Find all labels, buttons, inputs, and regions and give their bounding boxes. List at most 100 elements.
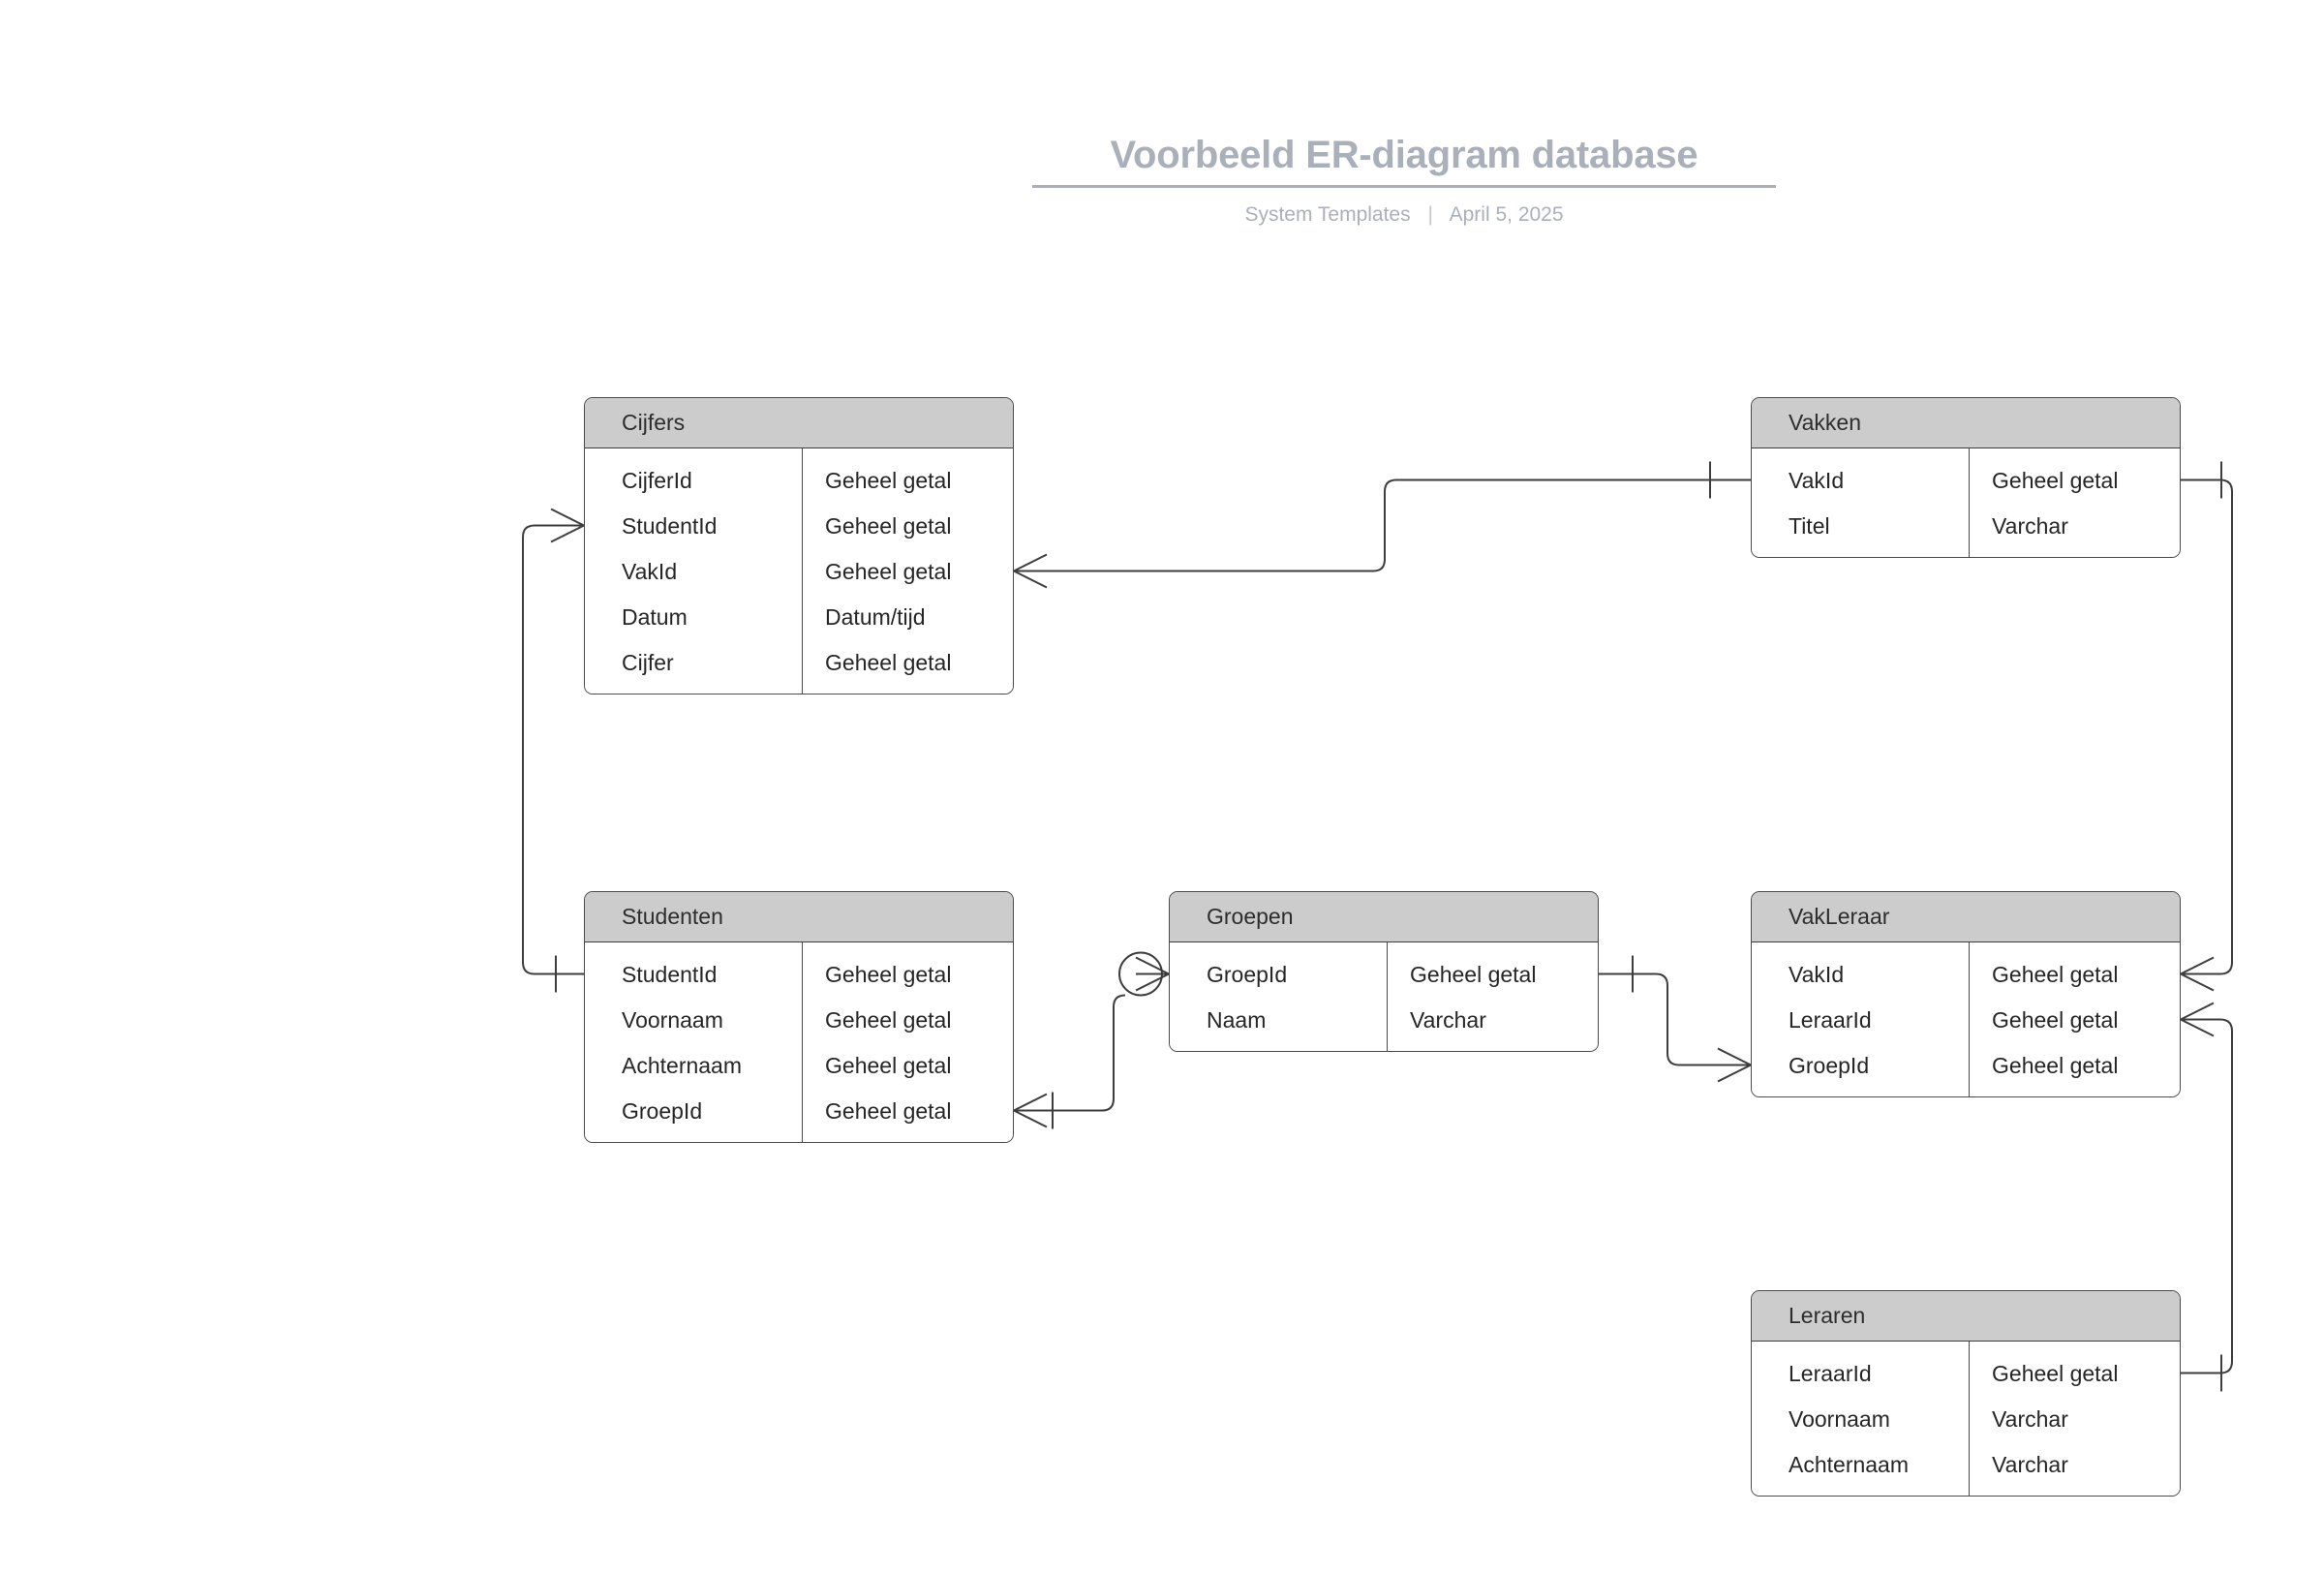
attribute-type: Varchar	[1992, 513, 2068, 539]
attribute-type: Geheel getal	[825, 513, 952, 539]
subtitle-date: April 5, 2025	[1449, 203, 1564, 226]
attribute-type: Geheel getal	[825, 1098, 952, 1124]
title-block: Voorbeeld ER-diagram database System Tem…	[1032, 134, 1776, 227]
attribute-type: Datum/tijd	[825, 604, 926, 630]
attribute-name: GroepId	[1207, 962, 1288, 987]
attribute-row[interactable]: VakId Geheel getal	[1752, 952, 2180, 998]
attribute-row[interactable]: Voornaam Geheel getal	[585, 998, 1013, 1043]
title-underline-rule	[1032, 185, 1776, 188]
attribute-name: VakId	[1789, 468, 1845, 493]
attribute-type: Geheel getal	[825, 1007, 952, 1033]
connector-cijfers-vakken	[1014, 478, 1751, 572]
cardinality-many-studenten-groepen	[1013, 1109, 1048, 1128]
attribute-type: Geheel getal	[1992, 1007, 2119, 1033]
attribute-name: Naam	[1207, 1007, 1267, 1033]
entity-header-cijfers: Cijfers	[585, 398, 1013, 448]
entity-header-groepen: Groepen	[1170, 892, 1598, 942]
attribute-row[interactable]: StudentId Geheel getal	[585, 504, 1013, 549]
attribute-column-divider	[802, 448, 804, 694]
attribute-row[interactable]: Achternaam Geheel getal	[585, 1043, 1013, 1089]
cardinality-many-studenten-groepen	[1013, 1093, 1048, 1112]
cardinality-many-vakleraar-vakken	[2180, 972, 2215, 992]
entity-header-vakleraar: VakLeraar	[1752, 892, 2180, 942]
attribute-type: Geheel getal	[1992, 962, 2119, 987]
document-header: Voorbeeld ER-diagram database System Tem…	[0, 0, 2324, 252]
attribute-column-divider	[1387, 942, 1389, 1051]
attribute-type: Varchar	[1410, 1007, 1486, 1033]
attribute-name: GroepId	[622, 1098, 703, 1124]
attribute-name: Voornaam	[1789, 1406, 1890, 1432]
attribute-name: StudentId	[622, 962, 718, 987]
attribute-name: Achternaam	[622, 1053, 743, 1078]
entity-header-studenten: Studenten	[585, 892, 1013, 942]
entity-name: Leraren	[1789, 1303, 1866, 1328]
attribute-type: Varchar	[1992, 1452, 2068, 1477]
cardinality-many-vakleraar-vakken	[2180, 956, 2215, 975]
attribute-name: Titel	[1789, 513, 1830, 539]
attribute-row[interactable]: Titel Varchar	[1752, 504, 2180, 549]
attribute-type: Geheel getal	[825, 650, 952, 675]
attribute-row[interactable]: GroepId Geheel getal	[1170, 952, 1598, 998]
attribute-column-divider	[1969, 448, 1971, 557]
attribute-type: Geheel getal	[825, 1053, 952, 1078]
attribute-type: Geheel getal	[825, 962, 952, 987]
attribute-row[interactable]: Cijfer Geheel getal	[585, 640, 1013, 686]
attribute-name: VakId	[622, 559, 678, 584]
attribute-type: Geheel getal	[1992, 468, 2119, 493]
cardinality-many-cijfers-vakken	[1013, 553, 1048, 572]
entity-name: Vakken	[1789, 410, 1862, 435]
attribute-column-divider	[802, 942, 804, 1142]
entity-name: Studenten	[622, 904, 723, 929]
attribute-row[interactable]: GroepId Geheel getal	[1752, 1043, 2180, 1089]
entity-name: Groepen	[1207, 904, 1294, 929]
attribute-row[interactable]: VakId Geheel getal	[1752, 458, 2180, 504]
attribute-name: VakId	[1789, 962, 1845, 987]
subtitle-source: System Templates	[1244, 203, 1411, 226]
attribute-type: Geheel getal	[1410, 962, 1537, 987]
attribute-name: Datum	[622, 604, 688, 630]
attribute-type: Geheel getal	[1992, 1361, 2119, 1386]
attribute-row[interactable]: GroepId Geheel getal	[585, 1089, 1013, 1134]
attribute-row[interactable]: LeraarId Geheel getal	[1752, 1351, 2180, 1397]
entity-header-leraren: Leraren	[1752, 1291, 2180, 1342]
connector-vakleraar-leraren	[2181, 1018, 2233, 1374]
cardinality-many-cijfers-vakken	[1013, 570, 1048, 589]
attribute-name: GroepId	[1789, 1053, 1870, 1078]
attribute-name: StudentId	[622, 513, 718, 539]
connector-studenten-groepen	[1014, 994, 1126, 1112]
document-subtitle: System Templates | April 5, 2025	[1032, 203, 1776, 227]
attribute-column-divider	[1969, 942, 1971, 1096]
attribute-row[interactable]: Datum Datum/tijd	[585, 595, 1013, 640]
cardinality-many-vakleraar-groepen	[1717, 1047, 1752, 1066]
attribute-name: Voornaam	[622, 1007, 723, 1033]
attribute-name: LeraarId	[1789, 1361, 1872, 1386]
connector-groepen-vakleraar	[1599, 972, 1751, 1066]
cardinality-many-vakleraar-leraren	[2180, 1018, 2215, 1037]
attribute-row[interactable]: Naam Varchar	[1170, 998, 1598, 1043]
entity-name: Cijfers	[622, 410, 686, 435]
entity-name: VakLeraar	[1789, 904, 1890, 929]
attribute-name: Cijfer	[622, 650, 674, 675]
entity-header-vakken: Vakken	[1752, 398, 2180, 448]
cardinality-many-cijfers-studenten	[550, 508, 585, 527]
connector-vakken-vakleraar	[2181, 478, 2233, 975]
attribute-type: Geheel getal	[1992, 1053, 2119, 1078]
attribute-row[interactable]: StudentId Geheel getal	[585, 952, 1013, 998]
